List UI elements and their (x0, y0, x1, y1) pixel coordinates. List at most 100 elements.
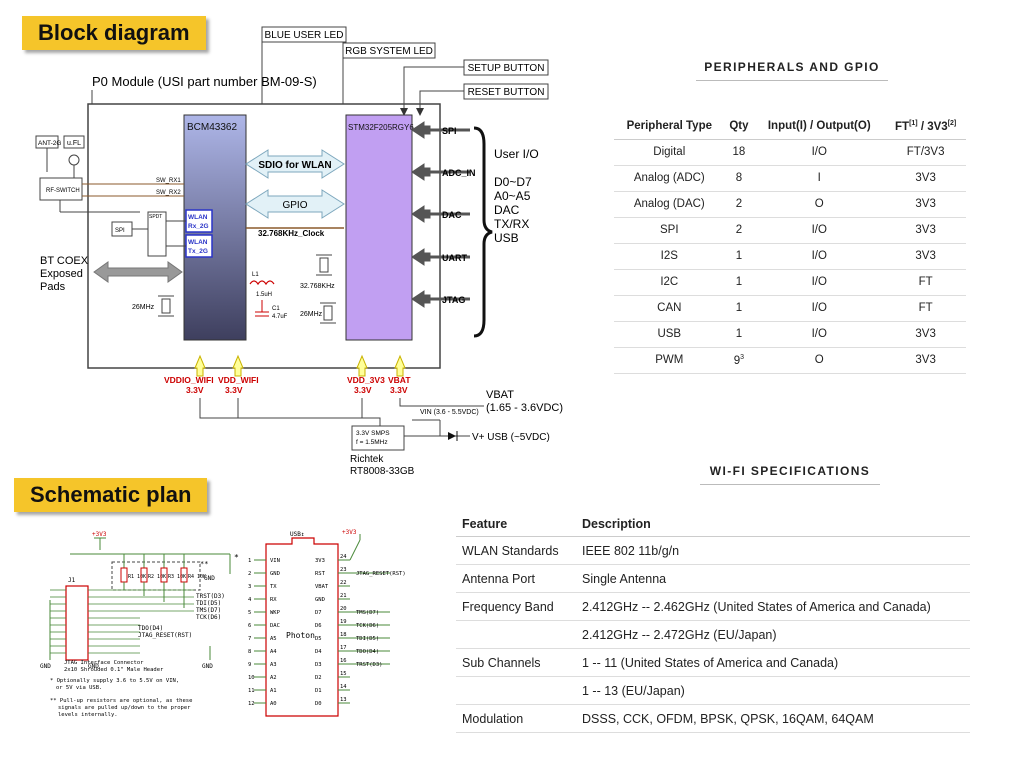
j1-label: J1 (68, 577, 76, 584)
resistor-label: R3 10K (168, 574, 186, 580)
wifi-title: WI-FI SPECIFICATIONS (700, 464, 880, 485)
col-feature: Feature (456, 512, 576, 537)
peripherals-header-row: Peripheral Type Qty Input(I) / Output(O)… (614, 114, 966, 140)
pin-number-right: 14 (340, 684, 347, 690)
wifi-title-text: WI-FI SPECIFICATIONS (709, 464, 871, 478)
pin-name-left: DAC (270, 623, 280, 629)
table-cell: Frequency Band (456, 592, 576, 621)
pin-name-right: VBAT (315, 584, 329, 590)
pin-number-left: 5 (248, 610, 251, 616)
pin-name-right: D3 (315, 662, 322, 668)
xtal-32khz (316, 254, 332, 276)
photon-outline (265, 537, 339, 717)
vdd-3v3-voltage: 3.3V (354, 385, 372, 395)
pin-number-left: 2 (248, 571, 251, 577)
jtag-signal-label: TRST(D3) (196, 593, 225, 600)
pin-number-left: 10 (248, 675, 255, 681)
wifi-row: 1 -- 13 (EU/Japan) (456, 676, 970, 705)
table-cell: I2S (614, 243, 725, 270)
gpio-label: GPIO (282, 200, 307, 211)
resistor-label: R1 10K (128, 574, 146, 580)
inductor-l1 (249, 280, 275, 286)
pin-number-right: 23 (340, 567, 347, 573)
port-adc-in: ADC_IN (411, 163, 476, 181)
bt-coex-arrow (93, 261, 183, 283)
peripherals-title: PERIPHERALS AND GPIO (696, 60, 888, 81)
spdt-switch (147, 211, 167, 257)
gnd-label-mid: GND (88, 663, 99, 670)
ant-2g-label: ANT-2G (38, 140, 61, 147)
col-ft-3v3: FT[1] / 3V3[2] (885, 114, 966, 140)
table-cell: 3V3 (885, 165, 966, 192)
smps-box (351, 425, 405, 451)
pin-number-left: 3 (248, 584, 251, 590)
pin-name-right: D7 (315, 610, 322, 616)
power-input-arrow (232, 354, 244, 377)
port-label: SPI (442, 126, 457, 136)
bcm43362-label: BCM43362 (187, 122, 237, 133)
xtal-26mhz-left-label: 26MHz (132, 304, 155, 311)
table-cell: 1 (724, 321, 754, 348)
table-cell: I/O (753, 139, 886, 166)
note1: * Optionally supply 3.6 to 5.5V on VIN,o… (50, 678, 179, 691)
xtal-32khz-label: 32.768KHz (300, 283, 335, 290)
pin-name-left: WKP (270, 610, 281, 616)
ufl-label: u.FL (67, 140, 81, 147)
table-cell: I2C (614, 269, 725, 296)
spdt-label: SPDT (149, 214, 162, 220)
table-cell: FT (885, 269, 966, 296)
pin-net-label: JTAG_RESET(RST) (356, 571, 406, 577)
table-cell: PWM (614, 347, 725, 374)
pin-name-right: D4 (315, 649, 322, 655)
table-cell: 3V3 (885, 321, 966, 348)
table-cell: DSSS, CCK, OFDM, BPSK, QPSK, 16QAM, 64QA… (576, 704, 970, 733)
vbat-label: VBAT (388, 375, 411, 385)
table-cell: 3V3 (885, 191, 966, 218)
table-cell: CAN (614, 295, 725, 322)
wlan-tx-sub: Tx_2G (188, 248, 208, 255)
pin-number-left: 9 (248, 662, 251, 668)
table-cell: Antenna Port (456, 564, 576, 593)
table-cell: 3V3 (885, 243, 966, 270)
module-outline (87, 103, 441, 369)
pin-number-left: 8 (248, 649, 251, 655)
reset-button-label: RESET BUTTON (468, 87, 545, 98)
wifi-header-row: Feature Description (456, 512, 970, 537)
pin-number-right: 15 (340, 671, 347, 677)
table-cell: 1 (724, 243, 754, 270)
pin-name-left: A0 (270, 701, 277, 707)
table-cell: 3V3 (885, 347, 966, 374)
resistor-label: R4 10K (188, 574, 206, 580)
table-cell: FT (885, 295, 966, 322)
setup-button-label: SETUP BUTTON (468, 63, 545, 74)
user-io-label: User I/O (494, 147, 539, 161)
ufl-connector-icon (68, 154, 80, 166)
pin-number-left: 11 (248, 688, 255, 694)
table-cell: 1 -- 13 (EU/Japan) (576, 676, 970, 705)
pin-name-left: GND (270, 571, 280, 577)
table-cell: Modulation (456, 704, 576, 733)
pin-number-left: 4 (248, 597, 252, 603)
block-diagram: P0 Module (USI part number BM-09-S) BLUE… (35, 26, 563, 477)
table-cell: I/O (753, 217, 886, 244)
table-cell: I/O (753, 243, 886, 270)
table-cell: Analog (ADC) (614, 165, 725, 192)
gpio-arrow (245, 189, 345, 219)
wlan-rx-sub: Rx_2G (188, 223, 209, 230)
resistor-icon (120, 567, 128, 583)
port-spi: SPI (411, 121, 470, 139)
